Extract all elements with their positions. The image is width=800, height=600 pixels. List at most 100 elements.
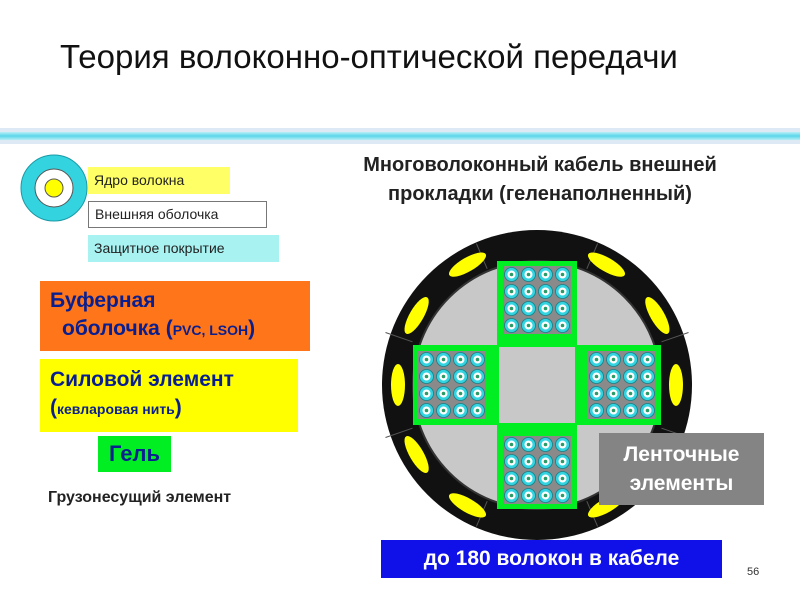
fiber-core bbox=[458, 357, 463, 362]
strength-element bbox=[404, 435, 429, 474]
fiber-core bbox=[611, 374, 616, 379]
fiber-core bbox=[475, 391, 480, 396]
strength-line-2: (кевларовая нить) bbox=[50, 394, 298, 423]
ribbon-label-line-2: элементы bbox=[629, 472, 734, 495]
ribbon-label-line-1: Ленточные bbox=[623, 443, 740, 466]
fiber-core bbox=[645, 391, 650, 396]
fiber-core bbox=[526, 459, 531, 464]
ribbon-stack bbox=[418, 351, 486, 419]
fiber-core bbox=[543, 442, 548, 447]
fiber-core bbox=[424, 374, 429, 379]
fiber-core bbox=[543, 289, 548, 294]
strength-element bbox=[448, 493, 487, 518]
cable-title: Многоволоконный кабель внешней прокладки… bbox=[300, 151, 780, 209]
fiber-core bbox=[543, 459, 548, 464]
fiber-core bbox=[628, 374, 633, 379]
fiber-core bbox=[594, 357, 599, 362]
fiber-core bbox=[560, 323, 565, 328]
fiber-core bbox=[645, 408, 650, 413]
fiber-core bbox=[441, 357, 446, 362]
fiber-core bbox=[543, 272, 548, 277]
strength-element bbox=[645, 296, 670, 335]
fiber-core bbox=[543, 493, 548, 498]
fiber-core bbox=[509, 442, 514, 447]
fiber-core bbox=[458, 374, 463, 379]
strength-paren-open: ( bbox=[50, 396, 57, 419]
fiber-core bbox=[526, 289, 531, 294]
fiber-core bbox=[475, 357, 480, 362]
buffer-line-1: Буферная bbox=[50, 289, 156, 312]
ribbon-stack bbox=[503, 266, 571, 334]
fiber-core bbox=[560, 459, 565, 464]
fiber-core bbox=[441, 391, 446, 396]
strength-element bbox=[587, 252, 626, 277]
buffer-line-2-main: оболочка ( bbox=[62, 317, 173, 340]
legend-buffer-tube: Буферная оболочка (PVC, LSOH) bbox=[40, 281, 310, 351]
jacket-seam bbox=[385, 332, 413, 343]
legend-load-member: Грузонесущий элемент bbox=[48, 489, 232, 506]
fiber-core bbox=[594, 408, 599, 413]
fiber-core bbox=[509, 493, 514, 498]
legend-gel: Гель bbox=[98, 436, 171, 472]
fiber-count-label: до 180 волокон в кабеле bbox=[381, 540, 722, 578]
strength-element bbox=[448, 252, 487, 277]
fiber-core bbox=[611, 391, 616, 396]
fiber-core bbox=[509, 476, 514, 481]
strength-element bbox=[669, 364, 683, 406]
fiber-core bbox=[424, 408, 429, 413]
fiber-core bbox=[526, 272, 531, 277]
fiber-core bbox=[509, 272, 514, 277]
fiber-core bbox=[611, 357, 616, 362]
fiber-core bbox=[441, 408, 446, 413]
title-divider-inner bbox=[0, 132, 800, 140]
fiber-core bbox=[526, 323, 531, 328]
fiber-core bbox=[526, 493, 531, 498]
strength-element bbox=[404, 296, 429, 335]
fiber-core bbox=[424, 357, 429, 362]
buffer-line-2-end: ) bbox=[248, 317, 256, 340]
fiber-core bbox=[594, 391, 599, 396]
fiber-core bbox=[560, 493, 565, 498]
fiber-core bbox=[560, 476, 565, 481]
ribbon-stack bbox=[588, 351, 656, 419]
ribbon-stacks bbox=[418, 266, 656, 504]
fiber-core bbox=[628, 408, 633, 413]
fiber-core bbox=[509, 459, 514, 464]
fiber-core bbox=[560, 289, 565, 294]
page-title: Теория волоконно-оптической передачи bbox=[60, 38, 678, 75]
buffer-material: PVC, LSOH bbox=[172, 322, 249, 338]
fiber-core bbox=[594, 374, 599, 379]
fiber-core bbox=[509, 323, 514, 328]
legend-fiber-core: Ядро волокна bbox=[88, 167, 230, 194]
fiber-core bbox=[424, 391, 429, 396]
fiber-core bbox=[475, 408, 480, 413]
fiber-core bbox=[543, 323, 548, 328]
fiber-core bbox=[509, 289, 514, 294]
page-number: 56 bbox=[747, 566, 760, 578]
legend-coating: Защитное покрытие bbox=[88, 235, 279, 262]
fiber-core bbox=[458, 408, 463, 413]
fiber-core bbox=[509, 306, 514, 311]
fiber-core bbox=[645, 374, 650, 379]
cable-title-line-1: Многоволоконный кабель внешней bbox=[363, 154, 717, 176]
fiber-core bbox=[560, 442, 565, 447]
strength-material: кевларовая нить bbox=[57, 401, 175, 417]
fiber-core bbox=[628, 357, 633, 362]
legend-strength-member: Силовой элемент (кевларовая нить) bbox=[40, 359, 298, 432]
fiber-core bbox=[560, 272, 565, 277]
cable-title-line-2: прокладки (геленаполненный) bbox=[388, 183, 692, 205]
strength-element bbox=[391, 364, 405, 406]
ribbon-stack bbox=[503, 436, 571, 504]
strength-elements bbox=[391, 252, 683, 518]
fiber-core bbox=[543, 476, 548, 481]
fiber-core bbox=[526, 306, 531, 311]
strength-line-1: Силовой элемент bbox=[50, 368, 234, 391]
core-center bbox=[499, 347, 575, 423]
fiber-core bbox=[611, 408, 616, 413]
fiber-core bbox=[526, 476, 531, 481]
fiber-core bbox=[628, 391, 633, 396]
legend-cladding: Внешняя оболочка bbox=[88, 201, 267, 228]
buffer-line-2: оболочка (PVC, LSOH) bbox=[50, 315, 310, 344]
fiber-core bbox=[543, 306, 548, 311]
